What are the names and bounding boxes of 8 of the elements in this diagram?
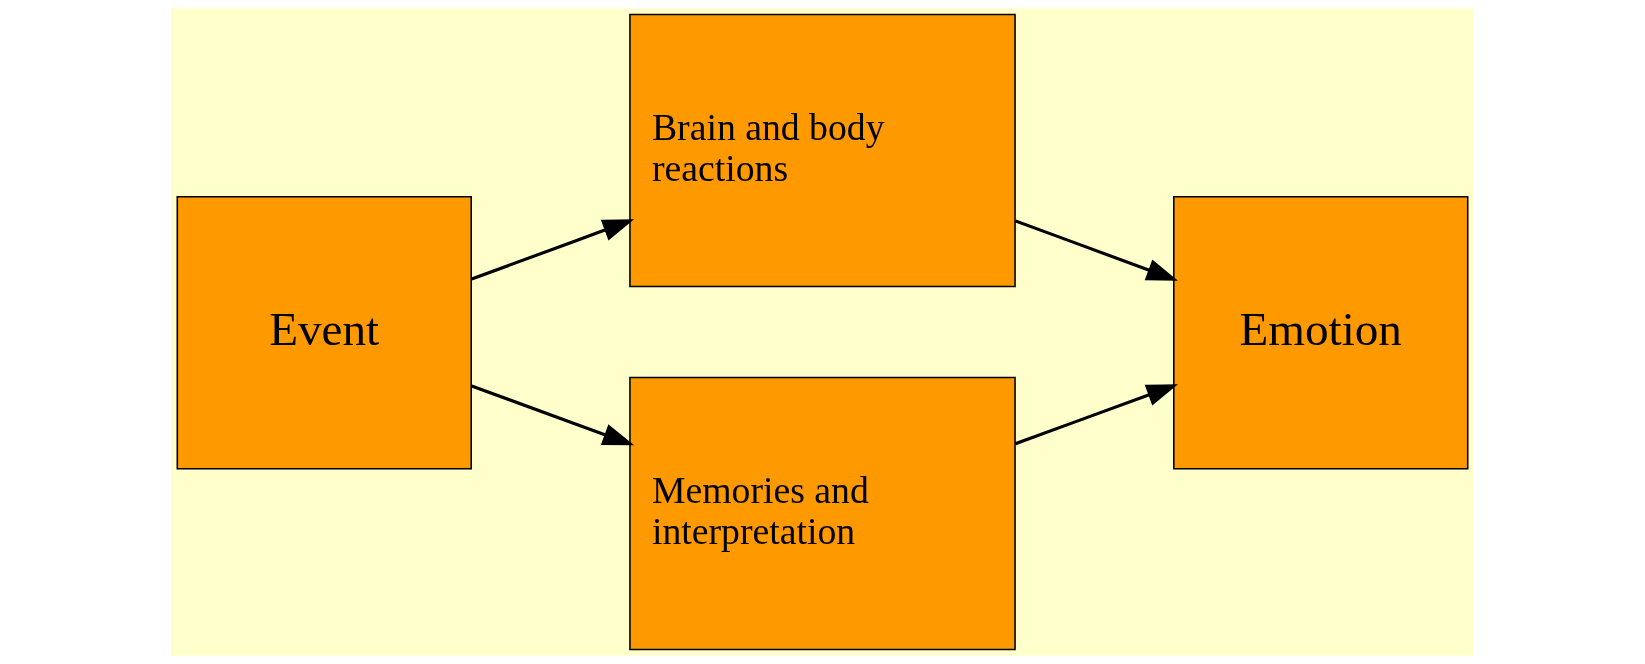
arrow (1014, 219, 1179, 281)
node-box: Memories and interpretation (629, 376, 1016, 651)
node-box: Emotion (1173, 196, 1469, 470)
arrow (471, 384, 635, 446)
arrow (1014, 384, 1179, 446)
node-box: Event (176, 196, 472, 470)
arrow (471, 219, 635, 281)
node-box: Brain and body reactions (629, 13, 1016, 288)
